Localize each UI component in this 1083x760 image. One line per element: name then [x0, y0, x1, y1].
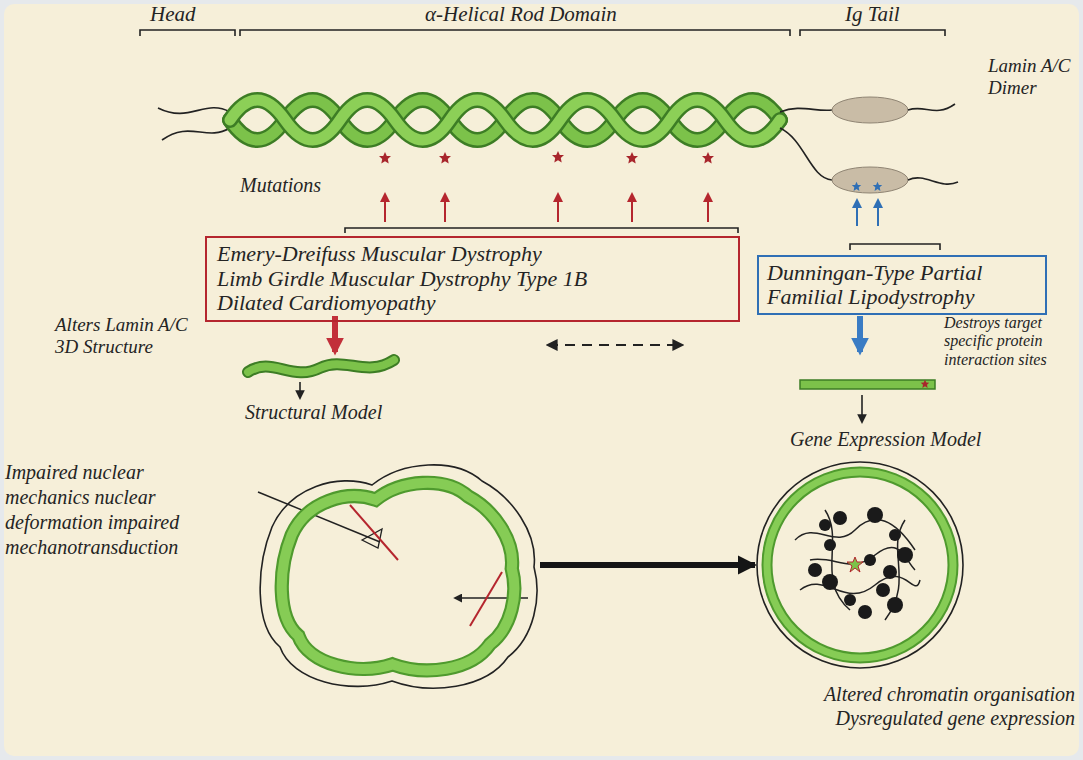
- nucleus-shape: [250, 455, 540, 695]
- mutation-arrow: [707, 194, 709, 222]
- region-bracket: [345, 228, 738, 233]
- mutation-star: [626, 152, 638, 164]
- mutation-star: [379, 152, 391, 164]
- coil-strand: [230, 100, 780, 140]
- nucleus-shape: [755, 460, 965, 670]
- chromatin-cluster: [876, 583, 890, 597]
- head-strand: [162, 128, 230, 140]
- chromatin-fiber: [800, 576, 920, 593]
- effect-note: Altered chromatin organisation Dysregula…: [790, 682, 1075, 730]
- nuclear-lamina: [767, 472, 953, 658]
- mutation-star: [702, 152, 714, 164]
- mutation-arrow: [384, 194, 386, 222]
- nuclear-lamina: [282, 483, 515, 671]
- nuclear-lamina: [767, 472, 953, 658]
- comparison-arrow: [548, 344, 682, 346]
- effect-note: Alters Lamin A/C 3D Structure: [55, 314, 205, 358]
- mutation-star: [921, 380, 930, 388]
- domain-bracket: [140, 30, 235, 36]
- mutation-label: Mutations: [240, 174, 350, 197]
- tail-linker: [908, 104, 955, 110]
- chromatin-cluster: [824, 539, 836, 551]
- mutation-star: [873, 182, 882, 191]
- disease-name: Dunningan-Type Partial Familial Lipodyst…: [767, 261, 1037, 309]
- mutation-arrow: [444, 194, 446, 222]
- tail-linker: [908, 178, 958, 184]
- ig-domain: [832, 97, 908, 123]
- mutation-star: [552, 151, 564, 163]
- domain-name: Head: [150, 2, 240, 26]
- coil-strand: [230, 100, 780, 140]
- head-strand: [158, 108, 230, 114]
- effect-arrow: [857, 316, 863, 352]
- chromatin-cluster: [897, 547, 913, 563]
- flow-arrow: [540, 562, 755, 568]
- domain-bracket: [800, 30, 945, 36]
- mutation-arrow: [856, 200, 858, 226]
- disease-name: Dilated Cardiomyopathy: [217, 291, 728, 316]
- coil-strand: [230, 100, 780, 140]
- disease-box: Emery-Dreifuss Muscular DystrophyLimb Gi…: [205, 236, 740, 322]
- chromatin-cluster: [844, 594, 856, 606]
- chromatin-cluster: [867, 507, 883, 523]
- chromatin-cluster: [889, 529, 901, 541]
- nuclear-envelope: [260, 465, 537, 688]
- tail-linker: [780, 108, 832, 112]
- chromatin-cluster: [833, 511, 847, 525]
- small-arrow: [861, 395, 863, 422]
- mutation-arrow: [557, 194, 559, 222]
- nuclear-envelope: [757, 462, 963, 668]
- nucleus-outline: Impaired nuclear mechanics nuclear defor…: [250, 455, 540, 695]
- ig-domain: [832, 167, 908, 193]
- coil-strand: [230, 100, 780, 140]
- misfolded-rod: [248, 360, 394, 372]
- tail-linker: [780, 128, 832, 180]
- blocked-mark: [470, 572, 502, 626]
- domain-bracket: [240, 30, 790, 36]
- effect-note: Impaired nuclear mechanics nuclear defor…: [5, 460, 190, 560]
- domain-name: Ig Tail: [845, 2, 945, 26]
- disease-box: Dunningan-Type Partial Familial Lipodyst…: [757, 255, 1047, 315]
- nucleus-circle: Altered chromatin organisation Dysregula…: [755, 460, 965, 670]
- chromatin-cluster: [808, 563, 822, 577]
- model-name: Gene Expression Model: [790, 428, 1020, 451]
- domain-name: α-Helical Rod Domain: [425, 2, 685, 26]
- straight-rod: [800, 380, 935, 389]
- mutation-arrow: [631, 194, 633, 222]
- molecule-name: Lamin A/C Dimer: [988, 55, 1076, 99]
- misfolded-rod: [248, 360, 394, 372]
- mutation-star: [847, 557, 863, 572]
- chromatin-cluster: [822, 574, 838, 590]
- chromatin-cluster: [883, 565, 897, 579]
- chromatin-cluster: [858, 605, 872, 619]
- chromatin-cluster: [819, 519, 831, 531]
- paper-sheet: [4, 4, 1079, 756]
- mutation-star: [852, 182, 861, 191]
- effect-note: Destroys target specific protein interac…: [944, 314, 1076, 369]
- small-arrow: [299, 382, 301, 398]
- chromatin-cluster: [887, 597, 903, 613]
- mutation-arrow: [877, 200, 879, 226]
- disease-name: Emery-Dreifuss Muscular Dystrophy: [217, 242, 728, 267]
- mutation-star: [439, 152, 451, 164]
- model-name: Structural Model: [245, 401, 445, 424]
- nuclear-lamina: [282, 483, 515, 671]
- region-bracket: [850, 244, 940, 250]
- disease-name: Limb Girdle Muscular Dystrophy Type 1B: [217, 267, 728, 292]
- chromatin-fiber: [810, 547, 915, 570]
- chromatin-cluster: [864, 554, 876, 566]
- blocked-mark: [350, 505, 398, 560]
